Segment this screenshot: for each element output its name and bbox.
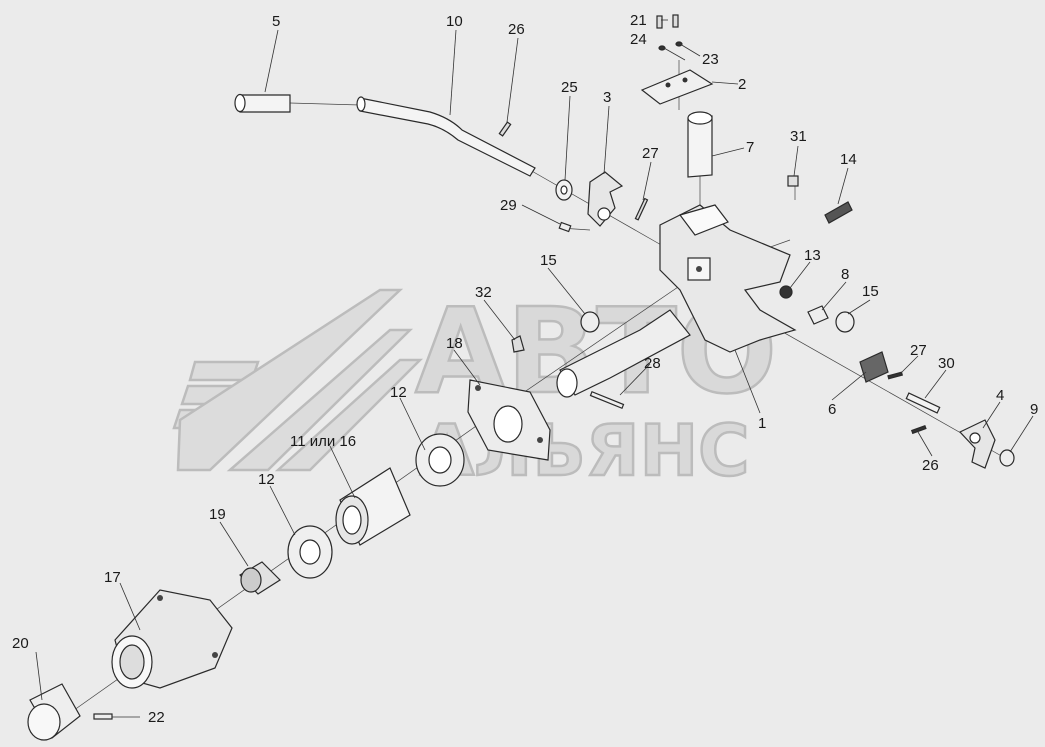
callout-22: 22	[148, 709, 165, 726]
callout-13: 13	[804, 247, 821, 264]
part-22-screw	[93, 713, 113, 720]
callout-11-or-16: 11 или 16	[290, 433, 356, 450]
callout-3: 3	[603, 89, 611, 106]
callout-leader-lines	[35, 19, 1034, 718]
part-26-pin-top	[498, 121, 512, 137]
callout-26-right: 26	[922, 457, 939, 474]
part-12-washer-lower	[287, 525, 333, 579]
part-24-washers	[658, 41, 683, 51]
part-26-pin-right	[910, 424, 927, 435]
callout-25: 25	[561, 79, 578, 96]
callout-23: 23	[702, 51, 719, 68]
callout-7: 7	[746, 139, 754, 156]
part-6-spring	[859, 351, 889, 383]
callout-26-top: 26	[508, 21, 525, 38]
part-18-flange-plate	[467, 379, 551, 461]
part-10-lever-rod	[356, 96, 536, 177]
callout-30: 30	[938, 355, 955, 372]
part-5-handle-grip	[234, 93, 291, 113]
callout-27-top: 27	[642, 145, 659, 162]
callout-21: 21	[630, 12, 647, 29]
part-28-bolt	[589, 390, 625, 410]
watermark-logo: АВТО АЛЬЯНС	[172, 281, 778, 493]
callout-10: 10	[446, 13, 463, 30]
callout-17: 17	[104, 569, 121, 586]
part-27-pin-right	[887, 371, 904, 380]
part-12-washer-upper	[415, 433, 465, 487]
callout-15-right: 15	[862, 283, 879, 300]
part-29-pin	[558, 221, 572, 233]
part-11-16-bushing	[335, 467, 411, 546]
part-30-pin	[905, 392, 941, 414]
part-19-nut	[239, 561, 281, 595]
watermark-line2: АЛЬЯНС	[420, 410, 750, 492]
callout-27-right: 27	[910, 342, 927, 359]
part-4-fork	[959, 419, 996, 469]
part-17-housing	[111, 589, 233, 689]
part-3-bracket	[587, 171, 624, 227]
part-8-bolt	[807, 305, 829, 325]
callout-24: 24	[630, 31, 647, 48]
callout-14: 14	[840, 151, 857, 168]
logo-wing-icon	[172, 288, 424, 472]
callout-31: 31	[790, 128, 807, 145]
part-2-plate	[640, 69, 714, 105]
part-20-cap	[27, 683, 81, 741]
part-15-plugs	[580, 311, 855, 333]
callout-6: 6	[828, 401, 836, 418]
callout-18: 18	[446, 335, 463, 352]
part-21-bolts	[656, 14, 679, 29]
part-13-nut	[779, 285, 793, 299]
part-27-pin-top	[634, 197, 649, 221]
part-25-washer	[555, 179, 573, 201]
callout-2: 2	[738, 76, 746, 93]
callout-32: 32	[475, 284, 492, 301]
part-31-bolt	[787, 175, 799, 187]
callout-5: 5	[272, 13, 280, 30]
callout-15-left: 15	[540, 252, 557, 269]
callout-12-upper: 12	[390, 384, 407, 401]
part-1-main-housing	[556, 204, 797, 398]
part-9-nut	[999, 449, 1015, 467]
callout-1: 1	[758, 415, 766, 432]
part-14-spring	[824, 201, 853, 224]
callout-19: 19	[209, 506, 226, 523]
part-7-shaft	[687, 111, 713, 178]
callout-4: 4	[996, 387, 1004, 404]
callout-29: 29	[500, 197, 517, 214]
callout-28: 28	[644, 355, 661, 372]
callout-20: 20	[12, 635, 29, 652]
callout-9: 9	[1030, 401, 1038, 418]
callout-labels: 5 10 26 25 3 27 29 21 24 23 2 7 31 14 15…	[12, 12, 1038, 726]
callout-12-lower: 12	[258, 471, 275, 488]
callout-8: 8	[841, 266, 849, 283]
